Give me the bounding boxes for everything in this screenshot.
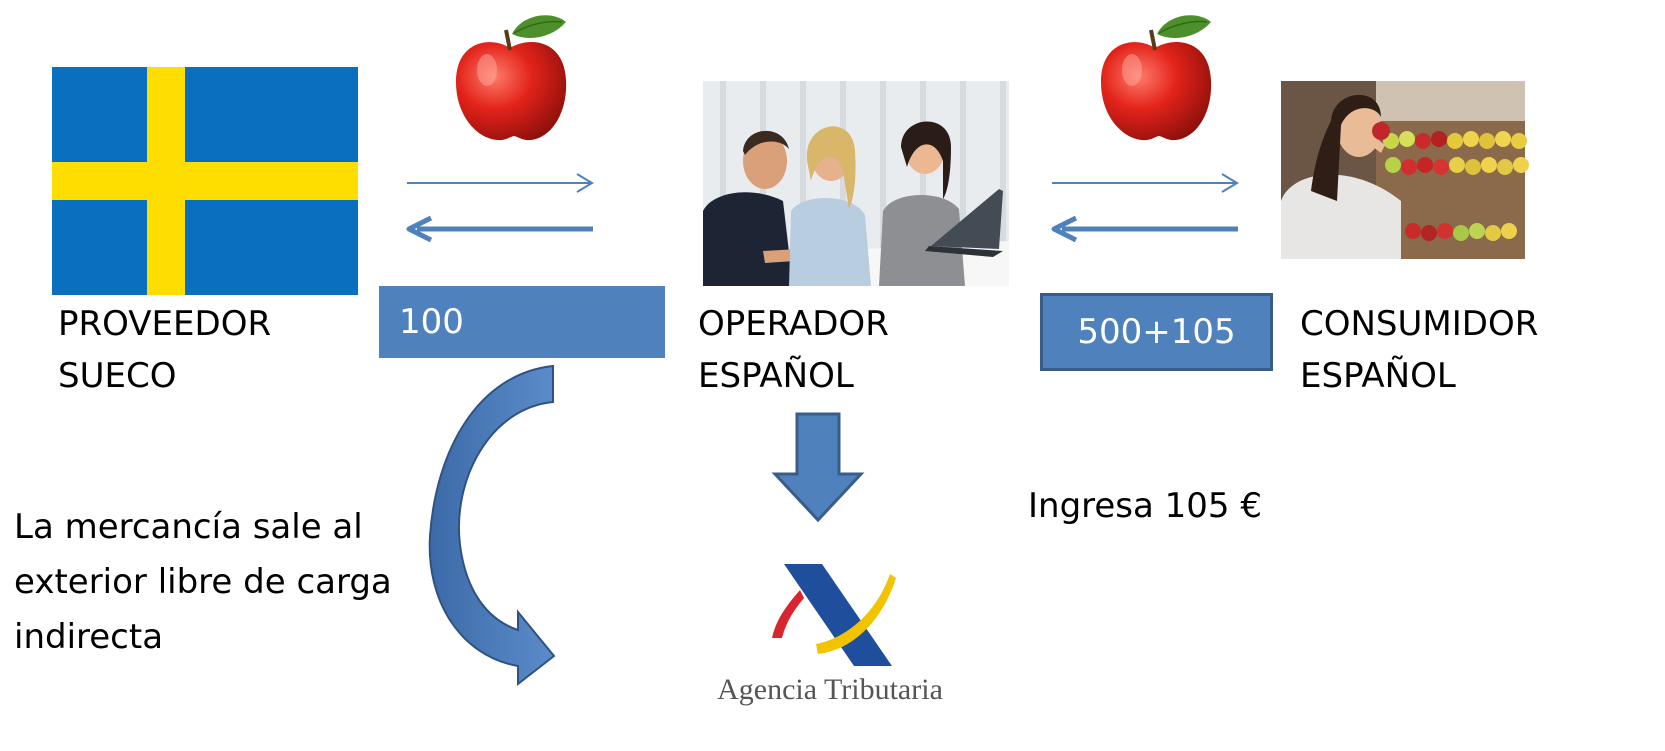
curved-export-arrow — [428, 364, 556, 687]
consumer-payment-box: 500+105 — [1040, 293, 1273, 371]
consumer-label-line: ESPAÑOL — [1300, 356, 1456, 396]
down-arrow — [771, 412, 865, 523]
shopper-photo — [1281, 81, 1529, 259]
export-note-line: exterior libre de carga — [14, 562, 392, 602]
apple-icon — [456, 15, 567, 141]
supplier-label-line: PROVEEDOR — [58, 304, 272, 344]
export-note-line: indirecta — [14, 617, 164, 657]
supplier-label-line: SUECO — [58, 356, 177, 396]
tax-payment-note: Ingresa 105 € — [1028, 480, 1262, 532]
operator-label-line: OPERADOR — [698, 304, 889, 344]
consumer-payment-amount: 500+105 — [1077, 312, 1236, 352]
supplier-label: PROVEEDOR SUECO — [58, 298, 271, 402]
export-note: La mercancía sale al exterior libre de c… — [14, 500, 392, 665]
apple-icon — [1101, 15, 1212, 141]
consumer-label: CONSUMIDOR ESPAÑOL — [1300, 298, 1538, 402]
export-note-line: La mercancía sale al — [14, 507, 363, 547]
goods-flow-arrow — [1052, 173, 1239, 193]
consumer-label-line: CONSUMIDOR — [1300, 304, 1539, 344]
operator-label-line: ESPAÑOL — [698, 356, 854, 396]
operator-label: OPERADOR ESPAÑOL — [698, 298, 889, 402]
goods-flow-arrow — [407, 173, 594, 193]
payment-flow-arrow — [406, 215, 593, 243]
payment-flow-arrow — [1051, 215, 1238, 243]
supplier-payment-box: 100 — [379, 286, 665, 358]
meeting-photo — [703, 81, 1009, 286]
tax-agency-name: Agencia Tributaria — [717, 673, 943, 706]
supplier-payment-amount: 100 — [399, 302, 464, 342]
tax-agency-logo — [772, 564, 896, 666]
tax-payment-text: Ingresa 105 € — [1028, 486, 1262, 526]
sweden-flag — [52, 67, 358, 295]
